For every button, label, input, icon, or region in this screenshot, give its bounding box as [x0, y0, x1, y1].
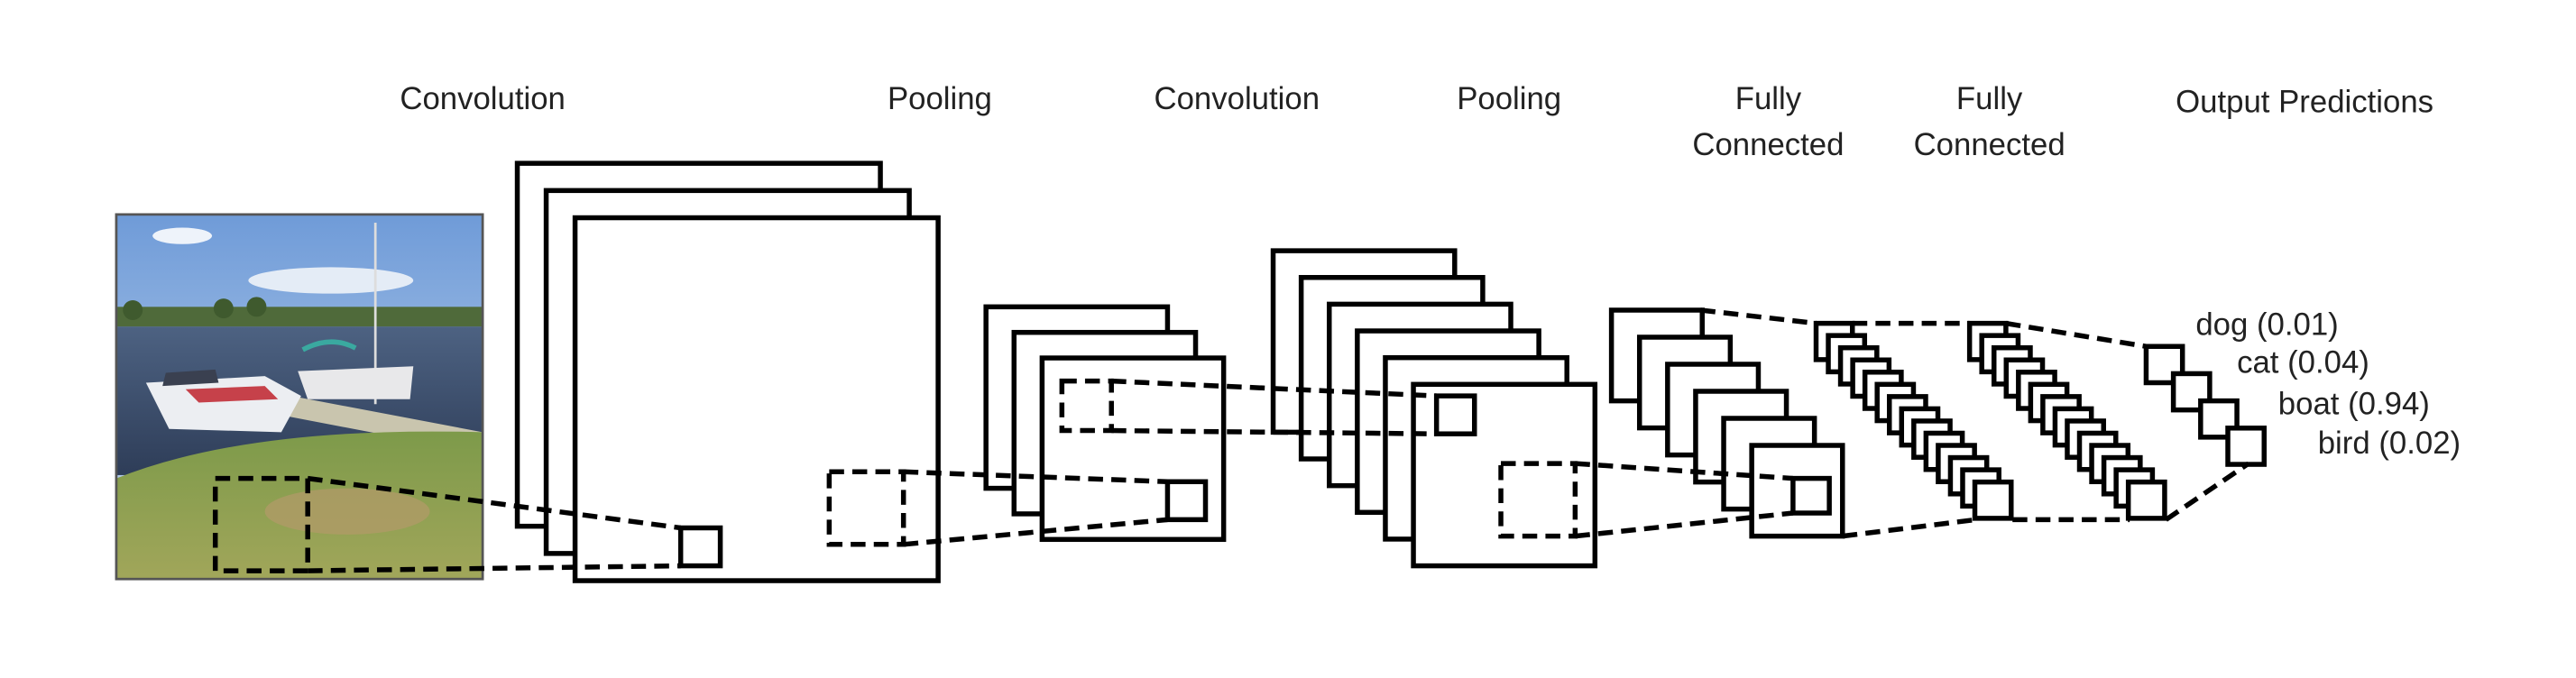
- fc2-neuron: [2125, 479, 2167, 521]
- output-neuron: [2225, 426, 2268, 467]
- conv2-pool-window: [1498, 461, 1578, 539]
- stage-title-convolution-1: Convolution: [400, 82, 566, 116]
- receptive-field-box: [212, 475, 310, 573]
- conv1-pool-window: [826, 469, 906, 547]
- prediction-label-boat: boat (0.94): [2278, 387, 2430, 421]
- stage-title-fc-1-line1: Fully: [1735, 82, 1802, 116]
- stage-title-pooling-1: Pooling: [888, 82, 992, 116]
- input-image: [115, 213, 484, 581]
- prediction-label-bird: bird (0.02): [2318, 426, 2461, 461]
- connection-line: [2005, 320, 2147, 349]
- connection-line: [903, 517, 1168, 547]
- pool1-receptive-field: [1059, 378, 1114, 434]
- pool1-unit: [1164, 479, 1209, 523]
- conv1-feature-map: [572, 215, 941, 583]
- fc1-neuron: [1972, 479, 2014, 521]
- stage-title-fc-2-line1: Fully: [1956, 82, 2023, 116]
- stage-title-fc-1-line2: Connected: [1692, 128, 1844, 162]
- connection-line: [1575, 510, 1794, 539]
- prediction-label-cat: cat (0.04): [2237, 346, 2369, 380]
- stage-title-output: Output Predictions: [2176, 85, 2433, 119]
- connection-line: [307, 475, 682, 531]
- stage-title-pooling-2: Pooling: [1457, 82, 1561, 116]
- stage-title-fc-2-line2: Connected: [1914, 128, 2065, 162]
- prediction-label-dog: dog (0.01): [2195, 307, 2338, 342]
- connection-line: [1111, 378, 1437, 399]
- connection-line: [1111, 427, 1437, 436]
- stage-title-convolution-2: Convolution: [1155, 82, 1320, 116]
- connection-line: [1700, 307, 1817, 326]
- connection-line: [903, 469, 1168, 485]
- connection-line: [1842, 517, 1977, 539]
- connection-line: [2164, 461, 2250, 522]
- conv1-unit: [677, 525, 723, 569]
- pool2-unit: [1790, 475, 1832, 516]
- connection-line: [308, 563, 681, 573]
- pool1-feature-map: [1039, 355, 1227, 543]
- connection-line: [1575, 461, 1794, 481]
- conv2-unit: [1433, 393, 1477, 436]
